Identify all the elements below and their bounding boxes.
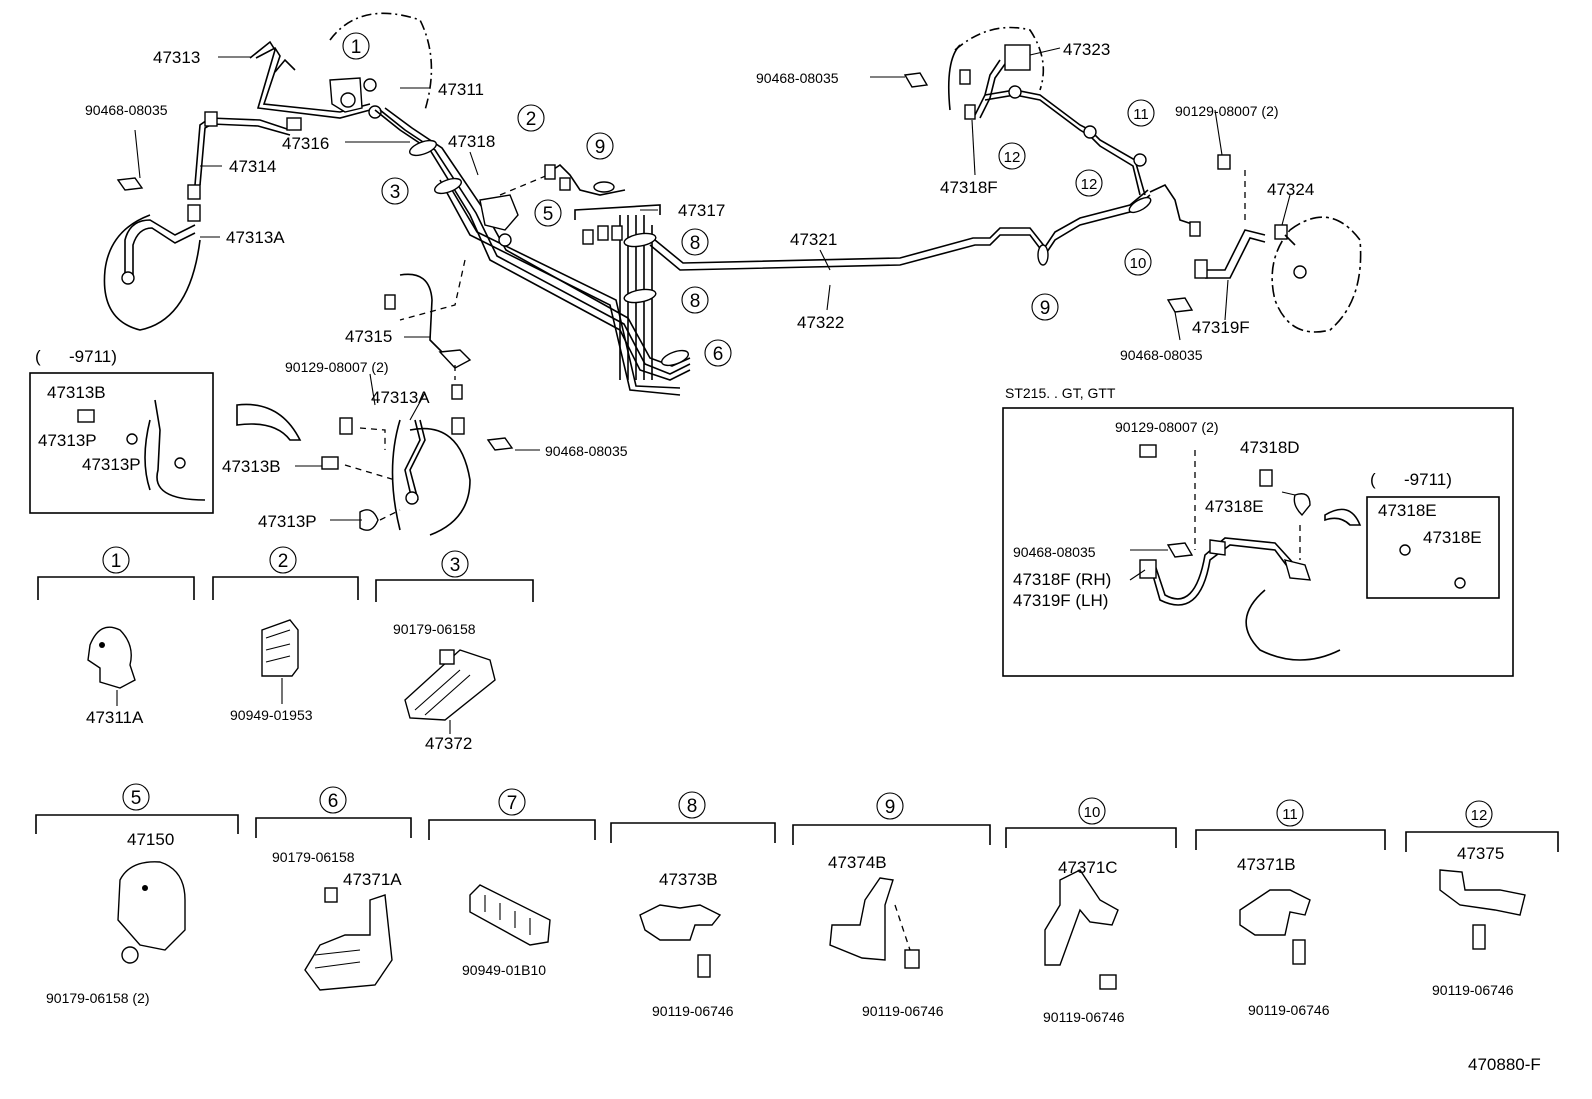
inset-right-box-47318E-1: 47318E — [1378, 501, 1437, 520]
callout-10: 10 — [1130, 255, 1147, 272]
label-47311: 47311 — [438, 80, 484, 99]
label-47318F: 47318F — [940, 178, 998, 197]
detail-9-47374B: 47374B — [828, 853, 887, 872]
group-callout-1: 1 — [111, 551, 122, 572]
inset-left-47313P-1: 47313P — [38, 431, 97, 450]
callout-12b: 12 — [1081, 176, 1098, 193]
callout-2: 2 — [526, 109, 537, 130]
detail-8-47373B: 47373B — [659, 870, 718, 889]
label-47315: 47315 — [345, 327, 392, 346]
callout-12: 12 — [1004, 149, 1021, 166]
detail-12-47375: 47375 — [1457, 844, 1504, 863]
rear-brake-lines — [649, 183, 1201, 271]
detail-12-90119-06746: 90119-06746 — [1432, 982, 1514, 998]
callout-8: 9 — [595, 137, 606, 158]
label-47317: 47317 — [678, 201, 725, 220]
inset-right-90129: 90129-08007 (2) — [1115, 419, 1219, 435]
notes: ( -9711) ( -9711) ST215. . GT, GTT 47088… — [35, 347, 1541, 1074]
callout-11: 11 — [1133, 106, 1149, 123]
callout-3: 3 — [390, 182, 401, 203]
label-90129-08007-a: 90129-08007 (2) — [285, 359, 389, 375]
inset-right-47318F-RH: 47318F (RH) — [1013, 570, 1111, 589]
detail-3-90179-06158: 90179-06158 — [393, 621, 476, 637]
detail-11-47371B: 47371B — [1237, 855, 1296, 874]
inset-right-47318D: 47318D — [1240, 438, 1300, 457]
group-callout-10: 10 — [1084, 804, 1101, 821]
detail-9-90119-06746: 90119-06746 — [862, 1003, 944, 1019]
label-47321: 47321 — [790, 230, 837, 249]
detail-10-90119-06746: 90119-06746 — [1043, 1009, 1125, 1025]
detail-6-47371A: 47371A — [343, 870, 402, 889]
label-90129-08007-b: 90129-08007 (2) — [1175, 103, 1279, 119]
detail-1-47311A: 47311A — [86, 708, 144, 727]
detail-10-47371C: 47371C — [1058, 858, 1118, 877]
callout-7b: 8 — [690, 291, 701, 312]
inset-left-box — [29, 372, 302, 514]
label-47314: 47314 — [229, 157, 276, 176]
model-note: ST215. . GT, GTT — [1005, 385, 1116, 401]
group-callout-2: 2 — [278, 551, 289, 572]
inset-left-labels: 47313B 47313P 47313P — [38, 383, 141, 474]
callout-5: 5 — [543, 204, 554, 225]
label-47313: 47313 — [153, 48, 200, 67]
date-range-right: ( -9711) — [1370, 470, 1452, 489]
detail-part-drawings — [87, 619, 1526, 991]
detail-7-90949-01B10: 90949-01B10 — [462, 962, 546, 978]
rear-right-assembly — [903, 26, 1147, 196]
group-callout-12: 12 — [1471, 807, 1488, 824]
inset-left-47313P-2: 47313P — [82, 455, 141, 474]
callout-numbers: 1 2 3 9 5 8 8 6 9 10 11 12 12 1 2 3 5 6 … — [111, 37, 1488, 824]
group-callout-6: 6 — [328, 791, 339, 812]
inset-right-box — [1002, 407, 1514, 677]
detail-2-90949-01953: 90949-01953 — [230, 707, 313, 723]
label-47313P: 47313P — [258, 512, 317, 531]
leader-lines — [200, 47, 1296, 581]
callout-1: 1 — [351, 37, 362, 58]
group-callout-8: 8 — [687, 796, 698, 817]
label-47324: 47324 — [1267, 180, 1314, 199]
detail-6-90179-06158: 90179-06158 — [272, 849, 355, 865]
inset-right-47318E: 47318E — [1205, 497, 1264, 516]
rear-left-assembly — [1166, 154, 1362, 333]
label-47318: 47318 — [448, 132, 495, 151]
group-callout-7: 7 — [507, 793, 518, 814]
label-90468-08035-b: 90468-08035 — [545, 443, 628, 459]
date-range-left: ( -9711) — [35, 347, 117, 366]
label-47313A-lower: 47313A — [371, 388, 430, 407]
front-brake-assembly — [103, 12, 691, 536]
inset-right-90468: 90468-08035 — [1013, 544, 1096, 560]
detail-labels: 47311A 90949-01953 90179-06158 47372 471… — [46, 621, 1514, 1025]
detail-5-90179-06158: 90179-06158 (2) — [46, 990, 150, 1006]
detail-8-90119-06746: 90119-06746 — [652, 1003, 734, 1019]
detail-3-47372: 47372 — [425, 734, 472, 753]
detail-11-90119-06746: 90119-06746 — [1248, 1002, 1330, 1018]
label-47313B: 47313B — [222, 457, 281, 476]
label-47322: 47322 — [797, 313, 844, 332]
callout-9: 9 — [1040, 298, 1051, 319]
callout-7: 8 — [690, 233, 701, 254]
detail-group-brackets — [35, 576, 1559, 852]
label-47319F: 47319F — [1192, 318, 1250, 337]
part-labels: 47313 47311 90468-08035 47316 47314 4731… — [85, 40, 1314, 531]
label-47323: 47323 — [1063, 40, 1110, 59]
detail-5-47150: 47150 — [127, 830, 174, 849]
label-47313A: 47313A — [226, 228, 285, 247]
label-90468-08035-d: 90468-08035 — [1120, 347, 1203, 363]
inset-right-47319F-LH: 47319F (LH) — [1013, 591, 1108, 610]
inset-right-labels: 90129-08007 (2) 47318D 47318E 90468-0803… — [1013, 419, 1482, 610]
callout-6: 6 — [713, 344, 724, 365]
diagram-code: 470880-F — [1468, 1055, 1541, 1074]
group-callout-9: 9 — [885, 797, 896, 818]
group-callout-5: 5 — [131, 788, 142, 809]
inset-left-47313B: 47313B — [47, 383, 106, 402]
label-90468-08035-a: 90468-08035 — [85, 102, 168, 118]
group-callout-11: 11 — [1282, 806, 1298, 823]
callout-circles — [102, 32, 1493, 828]
label-90468-08035-c: 90468-08035 — [756, 70, 839, 86]
inset-right-box-47318E-2: 47318E — [1423, 528, 1482, 547]
group-callout-3: 3 — [450, 555, 461, 576]
label-47316: 47316 — [282, 134, 329, 153]
